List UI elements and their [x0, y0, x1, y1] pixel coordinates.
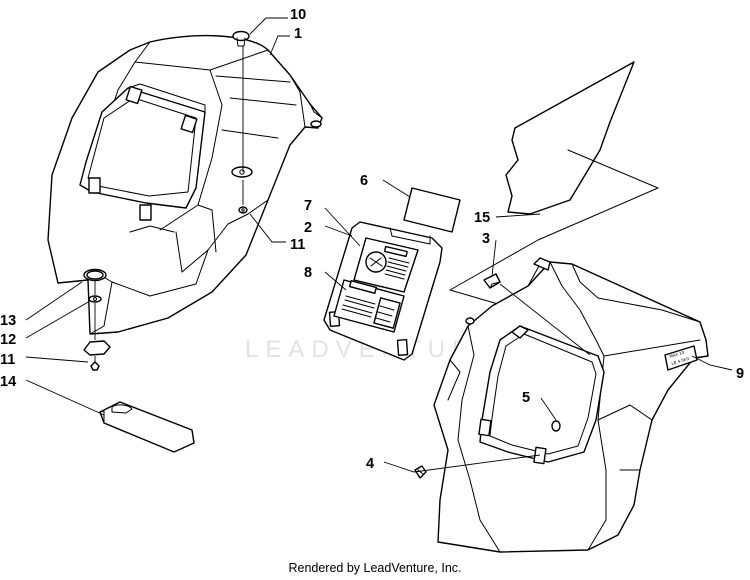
left-fender-assembly	[47, 34, 323, 335]
callout-15: 15	[474, 210, 490, 226]
storage-pad-part-14	[99, 401, 195, 453]
clip-part-3	[483, 273, 501, 289]
label-part-6	[403, 187, 461, 233]
callout-7: 7	[304, 198, 312, 214]
callout-13: 13	[0, 313, 16, 329]
rivet-stack-left	[83, 270, 111, 371]
leader-lines	[25, 17, 733, 473]
grommet-part-11-lower	[83, 340, 111, 356]
render-credit: Rendered by LeadVenture, Inc.	[288, 561, 462, 575]
nut-part-11-lower	[90, 361, 100, 371]
push-rivet-part-10	[232, 30, 250, 47]
right-fender-assembly: MAX 10 LB 4.5KG	[433, 257, 709, 553]
warning-decal-part-7	[353, 237, 419, 293]
callout-labels: 10 1 11 13 12 11 14 6 7 2 8 15 3 9 5 4	[0, 7, 744, 472]
warning-decal-part-8	[333, 279, 405, 333]
svg-text:MAX 10: MAX 10	[669, 350, 686, 359]
callout-14: 14	[0, 374, 16, 390]
callout-12: 12	[0, 332, 16, 348]
callout-6: 6	[360, 173, 368, 189]
decal-part-9: MAX 10 LB 4.5KG	[664, 345, 698, 371]
svg-text:LB 4.5KG: LB 4.5KG	[671, 356, 690, 366]
callout-1: 1	[294, 26, 302, 42]
storage-door-part-2	[323, 221, 443, 361]
callout-3: 3	[482, 231, 490, 247]
callout-11-upper: 11	[290, 237, 305, 253]
callout-8: 8	[304, 265, 312, 281]
liner-sheet-part-15	[449, 61, 659, 305]
callout-4: 4	[366, 456, 374, 472]
callout-5: 5	[522, 390, 530, 406]
callout-11-lower: 11	[0, 352, 15, 368]
callout-10: 10	[290, 7, 306, 23]
callout-2: 2	[304, 220, 312, 236]
latch-part-5	[551, 420, 561, 432]
nut-part-11-upper	[238, 206, 248, 214]
screw-part-4	[414, 465, 427, 479]
callout-9: 9	[736, 366, 744, 382]
washer-part-12	[88, 295, 102, 303]
